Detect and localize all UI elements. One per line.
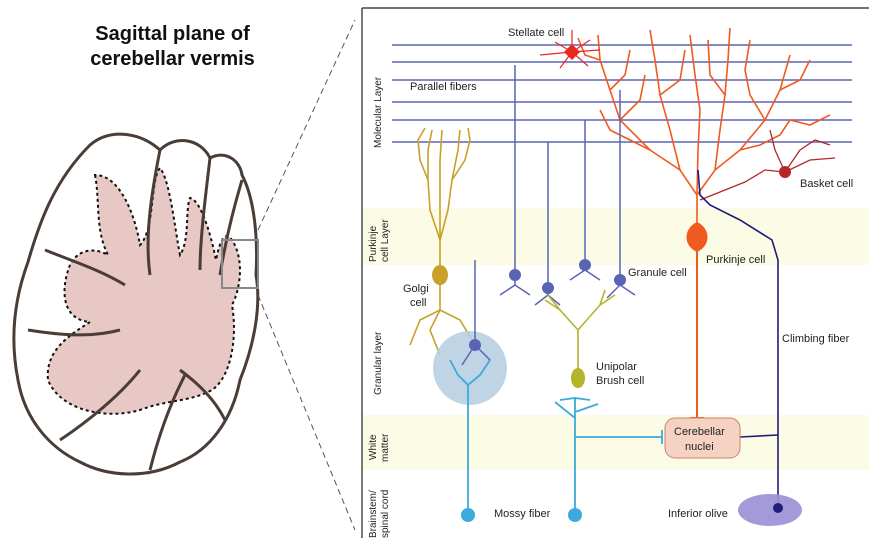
- layer-label-white-1: White: [368, 434, 379, 460]
- unipolar-brush-soma: [571, 368, 585, 388]
- label-unipolar-brush-1: Unipolar: [596, 361, 637, 373]
- label-inferior-olive: Inferior olive: [668, 508, 728, 520]
- granule-soma: [509, 269, 521, 281]
- label-cerebellar-nuclei-1: Cerebellar: [674, 426, 725, 438]
- layer-label-granular: Granular layer: [373, 331, 384, 395]
- label-parallel-fibers: Parallel fibers: [410, 81, 477, 93]
- layer-label-molecular: Molecular Layer: [373, 76, 384, 148]
- zoom-line-top: [258, 20, 355, 230]
- layer-label-brainstem-2: spinal cord: [380, 490, 391, 538]
- zoom-line-bottom: [258, 295, 355, 530]
- label-unipolar-brush-2: Brush cell: [596, 375, 644, 387]
- vermis-section: [14, 20, 355, 530]
- layer-label-purkinje-1: Purkinje: [368, 225, 379, 262]
- label-stellate-cell: Stellate cell: [508, 27, 564, 39]
- granule-soma: [579, 259, 591, 271]
- layer-label-white-2: matter: [380, 433, 391, 462]
- label-climbing-fiber: Climbing fiber: [782, 333, 850, 345]
- label-granule-cell: Granule cell: [628, 267, 687, 279]
- label-purkinje-cell: Purkinje cell: [706, 254, 765, 266]
- granule-soma: [614, 274, 626, 286]
- parallel-fibers: [392, 45, 852, 142]
- granule-soma: [469, 339, 481, 351]
- label-cerebellar-nuclei-2: nuclei: [685, 441, 714, 453]
- golgi-soma: [432, 265, 448, 285]
- label-golgi-cell-2: cell: [410, 297, 427, 309]
- inferior-olive-soma: [773, 503, 783, 513]
- label-basket-cell: Basket cell: [800, 178, 853, 190]
- label-golgi-cell-1: Golgi: [403, 283, 429, 295]
- granule-soma: [542, 282, 554, 294]
- band-white-matter: [362, 415, 869, 470]
- mossy-fiber-terminal: [461, 508, 475, 522]
- layer-label-purkinje-2: cell Layer: [380, 219, 391, 262]
- inferior-olive: [738, 494, 802, 526]
- basket-soma: [779, 166, 791, 178]
- layer-label-brainstem-1: Brainstem/: [368, 490, 379, 538]
- label-mossy-fiber: Mossy fiber: [494, 508, 551, 520]
- mossy-fiber-terminal: [568, 508, 582, 522]
